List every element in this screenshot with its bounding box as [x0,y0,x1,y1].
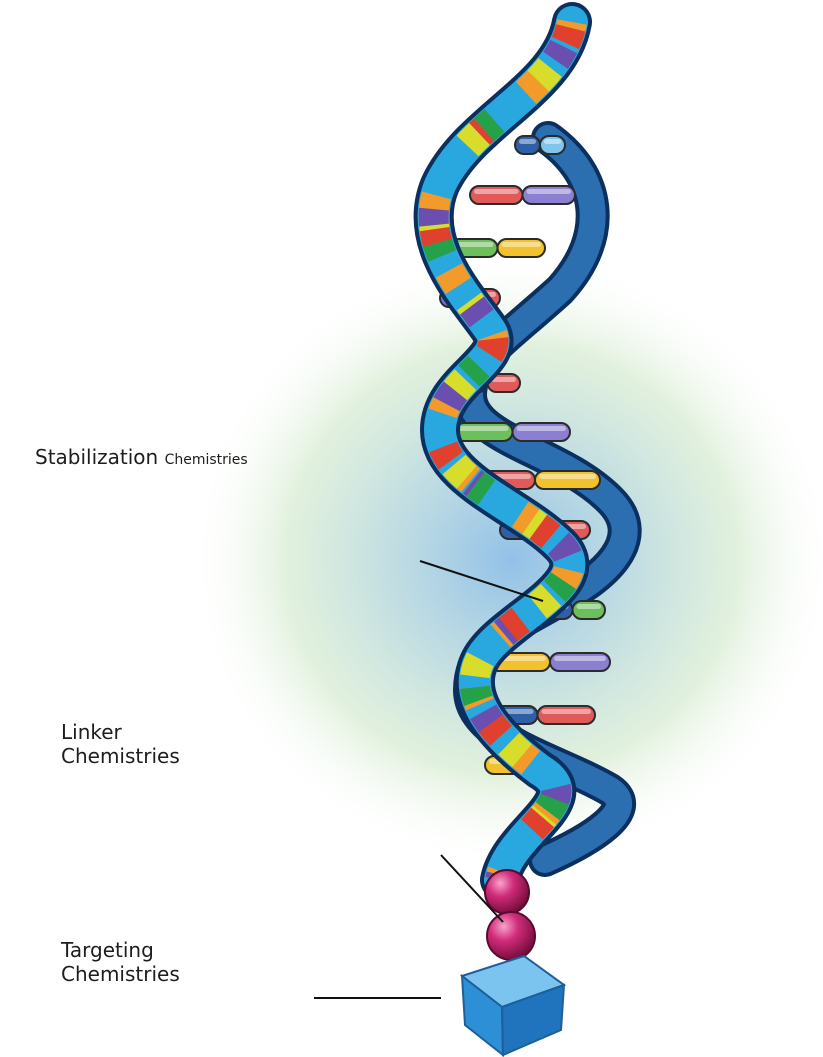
stabilization-label-main: Stabilization [35,445,158,469]
base-pair-highlight [539,474,596,479]
base-pair-rod [455,423,513,441]
base-pair-highlight [517,426,567,431]
base-pair-highlight [544,139,561,144]
base-pair-rod [573,601,606,619]
base-pair-highlight [502,242,542,247]
base-pair-highlight [519,139,536,144]
targeting-label: Targeting Chemistries [61,938,180,986]
base-pair-highlight [474,189,519,194]
base-pair-rod [498,239,546,257]
stabilization-label-small: Chemistries [165,452,248,468]
targeting-cube [462,956,564,1055]
base-pair-highlight [542,709,592,714]
base-pair-rod [523,186,576,204]
base-pair-rod [470,186,523,204]
base-pair-highlight [459,426,509,431]
linker-bead-top [485,870,529,914]
base-pair-rod [550,653,610,671]
linker-label-line2: Chemistries [61,744,180,768]
base-pair-rod [538,706,596,724]
targeting-label-line1: Targeting [61,938,180,962]
base-pair-highlight [554,656,606,661]
targeting-label-line2: Chemistries [61,962,180,986]
base-pair-rod [515,136,540,154]
base-pair-rod [513,423,571,441]
linker-label: Linker Chemistries [61,720,180,768]
base-pair-rod [535,471,600,489]
base-pair-highlight [454,242,494,247]
base-pair-highlight [527,189,572,194]
linker-label-line1: Linker [61,720,180,744]
stabilization-label: Stabilization Chemistries [35,445,248,472]
linker-bead-bottom [487,912,535,960]
base-pair-highlight [577,604,602,609]
base-pair-rod [540,136,565,154]
